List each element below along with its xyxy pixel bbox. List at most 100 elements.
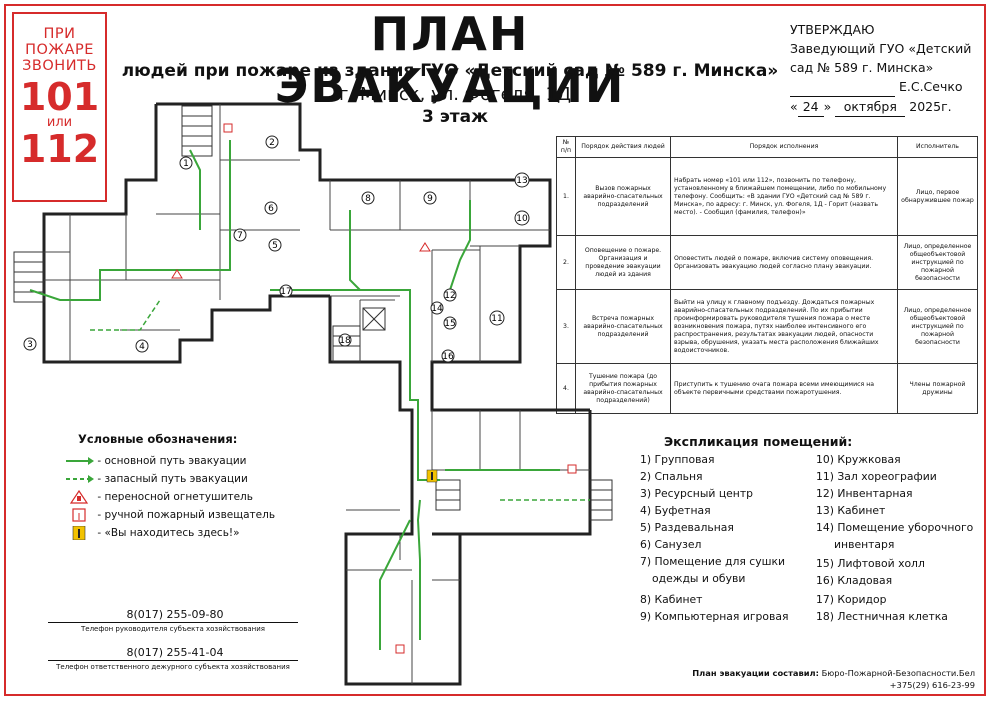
legend-label: - запасный путь эвакуации	[97, 473, 248, 485]
legend-label: - ручной пожарный извещатель	[97, 509, 276, 521]
approval-month: октября	[835, 97, 906, 117]
explication-item: 3) Ресурсный центр	[640, 487, 754, 500]
table-header-row: № п/п Порядок действия людей Порядок исп…	[556, 136, 978, 158]
room-label: 17	[279, 284, 293, 298]
table-row: 2. Оповещение о пожаре. Организация и пр…	[556, 235, 978, 290]
explication-item: 7) Помещение для сушки	[640, 555, 786, 568]
room-label: 15	[443, 316, 457, 330]
explication-item: 13) Кабинет	[816, 504, 886, 517]
legend-label: - основной путь эвакуации	[97, 455, 247, 467]
table-row: 1. Вызов пожарных аварийно-спасательных …	[556, 157, 978, 236]
emergency-number-112: 112	[19, 127, 100, 171]
call-line1: ПРИ	[43, 26, 76, 42]
building-walls	[42, 102, 592, 686]
explication-item: 6) Санузел	[640, 538, 702, 551]
evacuation-routes	[29, 140, 560, 650]
author-phone: +375(29) 616-23-99	[889, 680, 975, 690]
row-executor: Лицо, первое обнаружившее пожар	[897, 157, 978, 236]
approval-heading: УТВЕРЖДАЮ	[790, 22, 875, 37]
procedure-table: № п/п Порядок действия людей Порядок исп…	[556, 136, 978, 414]
row-execution: Выйти на улицу к главному подъезду. Дожд…	[670, 289, 898, 364]
room-label: 5	[268, 238, 282, 252]
alarm-icon	[395, 644, 405, 654]
extinguisher-icon	[419, 242, 431, 252]
spare-route-arrow-icon	[66, 475, 94, 483]
table-row: 4. Тушение пожара (до прибытия пожарных …	[556, 363, 978, 414]
explication-item: 1) Групповая	[640, 453, 715, 466]
page-title: ПЛАН ЭВАКУАЦИИ	[274, 7, 626, 113]
room-label: 2	[265, 135, 279, 149]
room-labels: 1 2 3 4 5 6 7 8 9 10 11 12 13 14 15 16 1…	[23, 135, 530, 363]
main-route-arrow-icon	[66, 457, 94, 465]
svg-text:3: 3	[27, 340, 33, 350]
explication-item: 5) Раздевальная	[640, 521, 734, 534]
row-execution: Приступить к тушению очага пожара всеми …	[670, 363, 898, 414]
svg-text:5: 5	[272, 241, 278, 251]
row-executor: Лицо, определенное общеобъектовой инстру…	[897, 289, 978, 364]
room-label: 13	[514, 172, 530, 188]
svg-text:4: 4	[139, 342, 145, 352]
svg-text:14: 14	[431, 304, 443, 314]
room-label: 7	[233, 228, 247, 242]
svg-text:10: 10	[516, 214, 528, 224]
svg-text:6: 6	[268, 204, 274, 214]
signature-line	[790, 77, 895, 97]
row-execution: Оповестить людей о пожаре, включив систе…	[670, 235, 898, 290]
approval-signature-row: Е.С.Сечко	[790, 77, 980, 97]
svg-text:8: 8	[365, 194, 371, 204]
room-label: 8	[361, 191, 375, 205]
spare-routes	[90, 299, 590, 501]
explication-item: 10) Кружковая	[816, 453, 901, 466]
page-subtitle: людей при пожаре из здания ГУО «Детский …	[121, 61, 779, 81]
approval-day: 24	[797, 97, 824, 117]
plan-author: План эвакуации составил: Бюро-Пожарной-Б…	[600, 667, 975, 691]
svg-text:18: 18	[339, 336, 351, 346]
explication-item: одежды и обуви	[652, 572, 746, 585]
approval-date: «24» октября 2025г.	[790, 97, 980, 117]
approval-position-1: Заведующий ГУО «Детский	[790, 41, 972, 56]
explication-item: 8) Кабинет	[640, 593, 703, 606]
you-are-here-marker	[426, 469, 438, 483]
explication-item: 9) Компьютерная игровая	[640, 610, 789, 623]
phone-duty: 8(017) 255-41-04	[126, 646, 224, 659]
explication-item: инвентаря	[834, 538, 895, 551]
row-action: Тушение пожара (до прибытия пожарных ава…	[575, 363, 671, 414]
svg-text:17: 17	[280, 287, 291, 297]
approval-block: УТВЕРЖДАЮ Заведующий ГУО «Детский сад № …	[790, 20, 980, 117]
phone-director-caption: Телефон руководителя субъекта хозяйствов…	[48, 622, 298, 633]
room-label: 18	[338, 333, 352, 347]
svg-text:2: 2	[269, 138, 275, 148]
phone-duty-caption: Телефон ответственного дежурного субъект…	[48, 660, 298, 671]
approval-position-2: сад № 589 г. Минска»	[790, 60, 934, 75]
approval-signer: Е.С.Сечко	[898, 79, 963, 94]
call-or: или	[46, 115, 73, 130]
you-are-here-icon	[72, 526, 86, 540]
address: г. Минск, ул. Фогеля, 1Д	[338, 84, 572, 105]
emergency-call-box: ПРИ ПОЖАРЕ ЗВОНИТЬ 101 или 112	[12, 12, 107, 202]
room-label: 14	[430, 301, 444, 315]
floor-label: 3 этаж	[421, 107, 489, 127]
explication-title: Экспликация помещений:	[664, 434, 853, 449]
phone-director: 8(017) 255-09-80	[126, 608, 224, 621]
call-line2: ПОЖАРЕ	[25, 42, 94, 58]
room-label: 3	[23, 337, 37, 351]
svg-text:13: 13	[516, 176, 527, 186]
row-action: Встреча пожарных аварийно-спасательных п…	[575, 289, 671, 364]
svg-text:12: 12	[444, 291, 455, 301]
row-executor: Лицо, определенное общеобъектовой инстру…	[897, 235, 978, 290]
svg-text:16: 16	[442, 352, 454, 362]
plan-frame	[4, 4, 986, 696]
alarm-icon	[567, 464, 577, 474]
explication-item: 17) Коридор	[816, 593, 887, 606]
extinguisher-icon	[69, 490, 89, 504]
explication-item: 4) Буфетная	[640, 504, 711, 517]
room-label: 16	[441, 349, 455, 363]
room-label: 10	[514, 210, 530, 226]
legend-alarm: - ручной пожарный извещатель	[64, 507, 275, 523]
room-label: 1	[179, 156, 193, 170]
explication-item: 2) Спальня	[640, 470, 703, 483]
explication-item: 16) Кладовая	[816, 574, 893, 587]
room-label: 11	[489, 310, 505, 326]
alarm-button-icon	[72, 508, 86, 522]
legend-label: - переносной огнетушитель	[97, 491, 253, 503]
